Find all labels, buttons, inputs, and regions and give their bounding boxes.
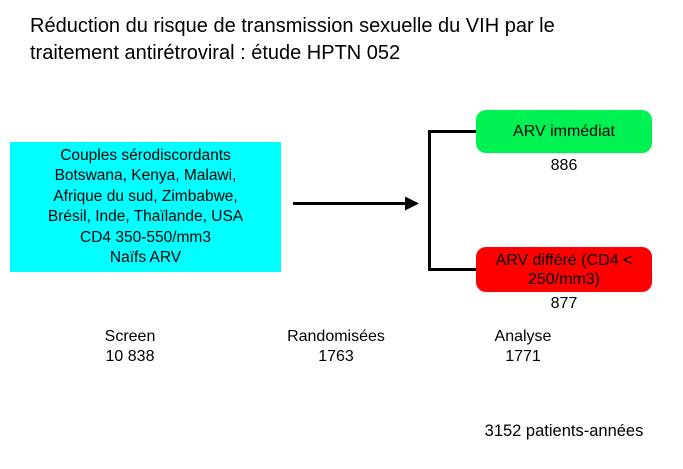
title-line-2: traitement antirétroviral : étude HPTN 0… [30, 42, 401, 64]
population-line: Naïfs ARV [109, 249, 182, 266]
stage-count: 10 838 [105, 348, 155, 365]
stage-label: Screen [104, 328, 156, 345]
population-line: Couples sérodiscordants [60, 146, 231, 164]
stage-randomized: Randomisées 1763 [271, 327, 401, 367]
split-bracket [428, 130, 477, 271]
page-title: Réduction du risque de transmission sexu… [30, 13, 555, 67]
arm-deferred-count: 877 [550, 295, 578, 312]
stage-label: Analyse [494, 328, 552, 345]
population-line: Brésil, Inde, Thaïlande, USA [47, 208, 244, 225]
stage-count: 1763 [318, 348, 354, 365]
population-line: Afrique du sud, Zimbabwe, [53, 187, 238, 205]
population-line: CD4 350-550/mm3 [80, 228, 211, 246]
stage-analysis: Analyse 1771 [458, 327, 588, 367]
arm-box-deferred: ARV différé (CD4 < 250/mm3) [476, 247, 652, 292]
stage-label: Randomisées [287, 328, 385, 345]
patient-years-note: 3152 patients-années [484, 422, 644, 440]
arm-immediate-label: ARV immédiat [513, 123, 615, 140]
arm-box-immediate: ARV immédiat [476, 110, 652, 153]
population-line: Botswana, Kenya, Malawi, [54, 167, 237, 184]
title-line-1: Réduction du risque de transmission sexu… [30, 15, 555, 37]
flow-arrow-head-icon [405, 196, 419, 211]
stage-count: 1771 [505, 348, 541, 365]
arm-immediate-count: 886 [550, 157, 578, 174]
stage-screen: Screen 10 838 [65, 327, 195, 367]
population-box: Couples sérodiscordants Botswana, Kenya,… [10, 142, 281, 272]
arm-deferred-label: ARV différé (CD4 < 250/mm3) [495, 251, 633, 288]
